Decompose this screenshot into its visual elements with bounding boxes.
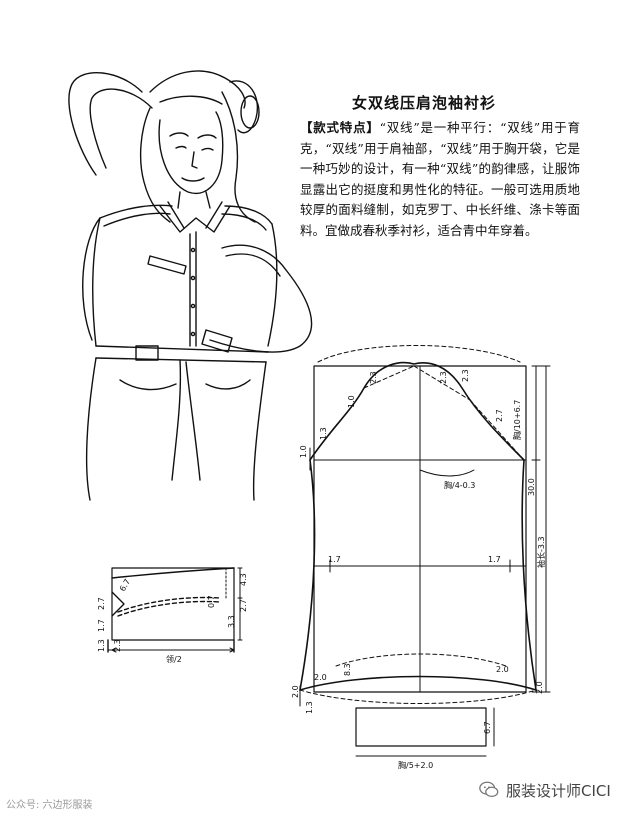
body-pattern [299, 345, 551, 757]
sleeve-pattern [107, 567, 243, 653]
sleeve-label: 0.7 [207, 595, 216, 608]
sleeve-label: 1.7 [97, 619, 106, 632]
watermark-right: 服装设计师CICI [478, 778, 611, 802]
wechat-icon [479, 781, 499, 798]
body-label: 1.0 [347, 395, 356, 408]
body-label: 2.0 [291, 685, 300, 698]
sleeve-label: 2.7 [97, 597, 106, 610]
body-label: 2.0 [496, 665, 509, 674]
body-label: 2.7 [495, 409, 504, 422]
watermark-right-text: 服装设计师CICI [506, 781, 611, 800]
body-label: 2.3 [439, 371, 448, 384]
body-label: 胸/10+6.7 [512, 400, 522, 440]
body-label: 胸/5+2.0 [398, 760, 433, 770]
model-illustration [68, 70, 313, 501]
body-label: 1.0 [299, 445, 308, 458]
body-label: 1.7 [488, 555, 501, 564]
body-label: 8.3 [343, 663, 352, 676]
watermark-left: 公众号: 六边形服装 [6, 800, 93, 811]
sleeve-label: 4.3 [239, 573, 248, 586]
body-label: 2.0 [535, 681, 544, 694]
sleeve-label: 2.3 [113, 639, 122, 652]
sleeve-label: 2.7 [239, 599, 248, 612]
sleeve-label: 1.3 [97, 639, 106, 652]
sleeve-label: 6.7 [118, 577, 132, 593]
page-title: 女双线压肩泡袖衬衫 [352, 94, 497, 112]
body-label: 6.7 [483, 721, 492, 734]
body-label: 1.3 [319, 427, 328, 440]
body-label: 30.0 [527, 478, 536, 496]
description-text: “双线”是一种平行：“双线”用于育克，“双线”用于肩袖部，“双线”用于胸开袋，它… [300, 120, 580, 238]
body-label: 袖长-3.3 [536, 536, 546, 568]
description-label: 【款式特点】 [300, 120, 380, 135]
sleeve-label: 3.3 [227, 615, 236, 628]
body-label: 1.7 [328, 555, 341, 564]
body-label: 胸/4-0.3 [444, 480, 475, 490]
body-label: 2.3 [369, 371, 378, 384]
body-label: 2.0 [314, 673, 327, 682]
body-label: 2.3 [461, 369, 470, 382]
style-description: 【款式特点】“双线”是一种平行：“双线”用于育克，“双线”用于肩袖部，“双线”用… [300, 118, 580, 241]
body-label: 1.3 [305, 701, 314, 714]
sleeve-label: 领/2 [166, 654, 182, 664]
